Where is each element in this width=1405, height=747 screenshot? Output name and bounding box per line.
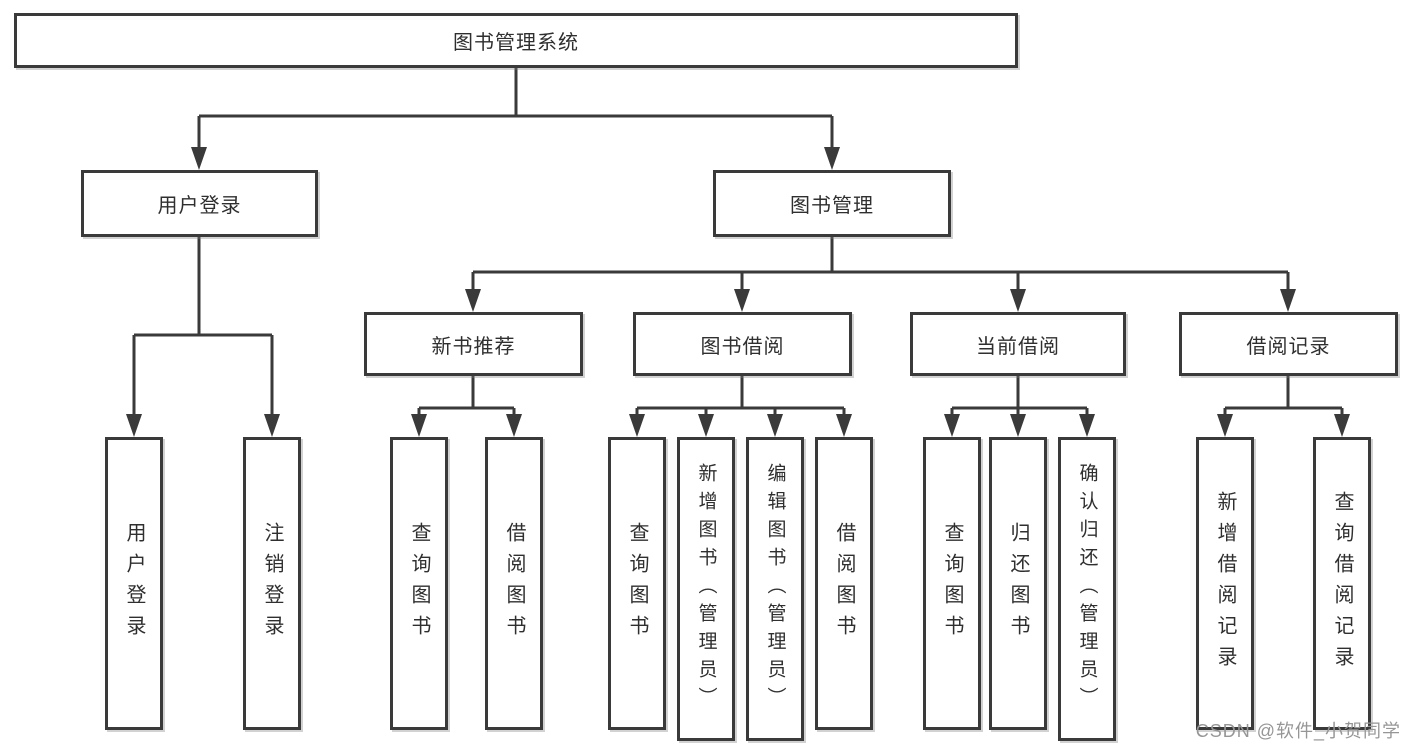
leaf-borrow-query-books: 查询图书 [608,437,666,730]
node-current-borrow: 当前借阅 [910,312,1126,376]
leaf-user-login: 用户登录 [105,437,163,730]
leaf-confirm-return-admin: 确认归还（管理员） [1058,437,1116,741]
leaf-logout: 注销登录 [243,437,301,730]
node-root: 图书管理系统 [14,13,1018,68]
watermark: CSDN @软件_小贺同学 [1195,721,1401,741]
node-book-borrow: 图书借阅 [633,312,852,376]
node-user-login: 用户登录 [81,170,318,237]
leaf-recommend-borrow-books: 借阅图书 [485,437,543,730]
leaf-add-books-admin: 新增图书（管理员） [677,437,735,741]
leaf-borrow-books: 借阅图书 [815,437,873,730]
node-borrow-records: 借阅记录 [1179,312,1398,376]
leaf-current-query-books: 查询图书 [923,437,981,730]
leaf-query-borrow-record: 查询借阅记录 [1313,437,1371,730]
leaf-return-books: 归还图书 [989,437,1047,730]
node-new-book-recommend: 新书推荐 [364,312,583,376]
node-book-management: 图书管理 [713,170,951,237]
leaf-add-borrow-record: 新增借阅记录 [1196,437,1254,730]
leaf-edit-books-admin: 编辑图书（管理员） [746,437,804,741]
leaf-recommend-query-books: 查询图书 [390,437,448,730]
